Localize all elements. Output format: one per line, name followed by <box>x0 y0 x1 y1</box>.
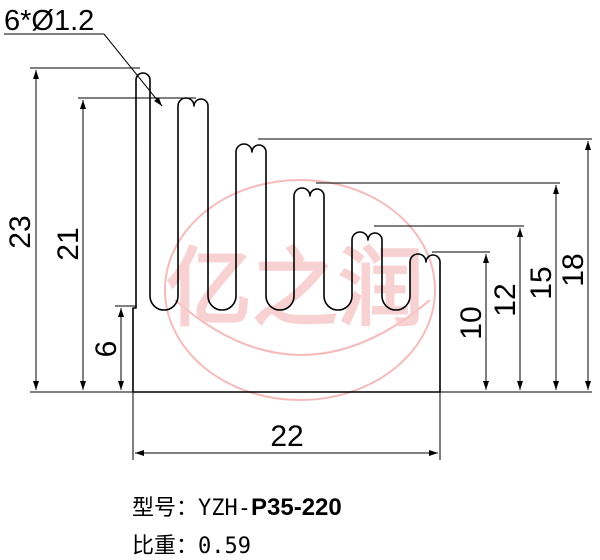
dim-value-10: 10 <box>455 306 488 339</box>
weight-line: 比重：0.59 <box>132 528 251 560</box>
watermark: 亿之润 <box>164 179 436 401</box>
watermark-logo-text: 亿之润 <box>166 239 424 339</box>
heatsink-outline <box>132 72 441 393</box>
model-line: 型号：YZH-P35-220 <box>132 490 342 522</box>
model-prefix: YZH- <box>198 496 251 521</box>
model-label: 型号： <box>132 496 199 521</box>
dim-value-15: 15 <box>525 266 558 299</box>
callout: 6*Ø1.2 <box>4 5 163 107</box>
dim-value-18: 18 <box>557 253 590 286</box>
callout-text: 6*Ø1.2 <box>4 5 94 37</box>
model-code: P35-220 <box>251 494 342 521</box>
dim-value-23: 23 <box>4 215 37 248</box>
dim-value-21: 21 <box>52 227 85 260</box>
dim-value-22: 22 <box>270 420 303 453</box>
dim-value-12: 12 <box>489 283 522 316</box>
dimension-lines <box>33 70 591 456</box>
extension-lines <box>30 67 592 460</box>
weight-label: 比重： <box>132 534 199 559</box>
dim-value-6: 6 <box>90 341 123 358</box>
weight-value: 0.59 <box>198 534 251 559</box>
callout-leader <box>103 33 163 107</box>
watermark-swoosh <box>174 299 431 356</box>
watermark-ring <box>164 179 436 401</box>
